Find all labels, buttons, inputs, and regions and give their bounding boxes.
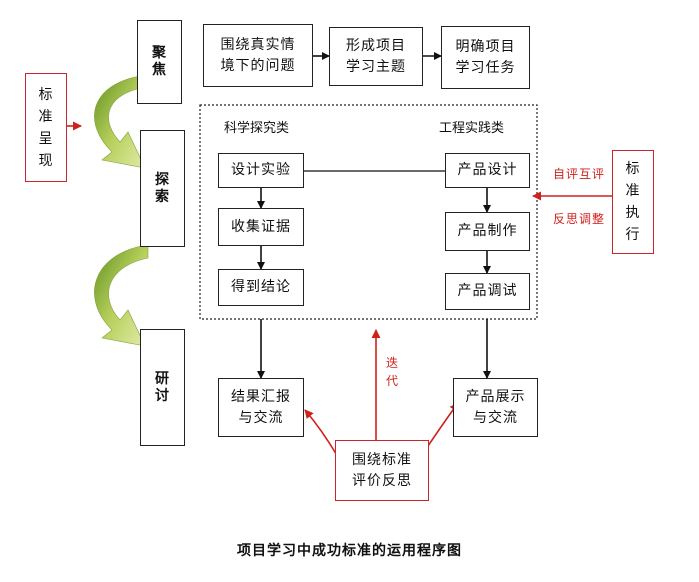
stage-explore: 探 索 bbox=[140, 130, 185, 247]
box-report: 结果汇报 与交流 bbox=[218, 378, 304, 437]
stage-focus: 聚 焦 bbox=[137, 20, 182, 104]
standard-execute-box: 标 准 执 行 bbox=[612, 150, 654, 254]
arrow-eval-to-report bbox=[304, 409, 339, 458]
stage-explore-label: 探 索 bbox=[155, 171, 170, 205]
box-product-debug: 产品调试 bbox=[445, 273, 530, 310]
label-reflect: 反思调整 bbox=[553, 212, 606, 226]
box-real-problem: 围绕真实情 境下的问题 bbox=[203, 24, 313, 87]
box-product-design-label: 产品设计 bbox=[457, 162, 518, 178]
box-showcase: 产品展示 与交流 bbox=[453, 378, 538, 437]
box-task-label: 明确项目 学习任务 bbox=[455, 38, 516, 76]
box-topic: 形成项目 学习主题 bbox=[329, 27, 423, 86]
box-report-label: 结果汇报 与交流 bbox=[231, 388, 291, 426]
box-product-make: 产品制作 bbox=[445, 212, 530, 251]
standard-execute-label: 标 准 执 行 bbox=[625, 161, 641, 243]
box-design-experiment: 设计实验 bbox=[218, 153, 304, 188]
label-engineering: 工程实践类 bbox=[439, 121, 505, 136]
label-science: 科学探究类 bbox=[224, 121, 290, 136]
box-collect-evidence: 收集证据 bbox=[218, 208, 304, 246]
box-conclusion-label: 得到结论 bbox=[231, 279, 291, 295]
stage-focus-label: 聚 焦 bbox=[152, 45, 167, 78]
box-topic-label: 形成项目 学习主题 bbox=[346, 37, 406, 75]
group-frame bbox=[199, 104, 538, 320]
box-design-experiment-label: 设计实验 bbox=[231, 162, 291, 178]
box-showcase-label: 产品展示 与交流 bbox=[465, 388, 526, 426]
figure-caption: 项目学习中成功标准的运用程序图 bbox=[237, 543, 462, 559]
standard-present-label: 标 准 呈 现 bbox=[38, 86, 54, 169]
stage-discuss: 研 讨 bbox=[140, 329, 185, 446]
box-task: 明确项目 学习任务 bbox=[441, 26, 530, 89]
box-collect-evidence-label: 收集证据 bbox=[231, 218, 291, 235]
box-product-make-label: 产品制作 bbox=[457, 223, 518, 239]
box-product-debug-label: 产品调试 bbox=[457, 283, 518, 299]
label-iterate: 迭 代 bbox=[386, 356, 400, 388]
standard-present-box: 标 准 呈 现 bbox=[25, 73, 67, 182]
box-evaluate-label: 围绕标准 评价反思 bbox=[352, 451, 412, 489]
box-real-problem-label: 围绕真实情 境下的问题 bbox=[220, 36, 296, 74]
stage-discuss-label: 研 讨 bbox=[155, 370, 170, 404]
box-product-design: 产品设计 bbox=[445, 153, 530, 188]
label-self-eval: 自评互评 bbox=[553, 167, 606, 181]
box-conclusion: 得到结论 bbox=[218, 269, 304, 306]
box-evaluate: 围绕标准 评价反思 bbox=[335, 440, 429, 501]
